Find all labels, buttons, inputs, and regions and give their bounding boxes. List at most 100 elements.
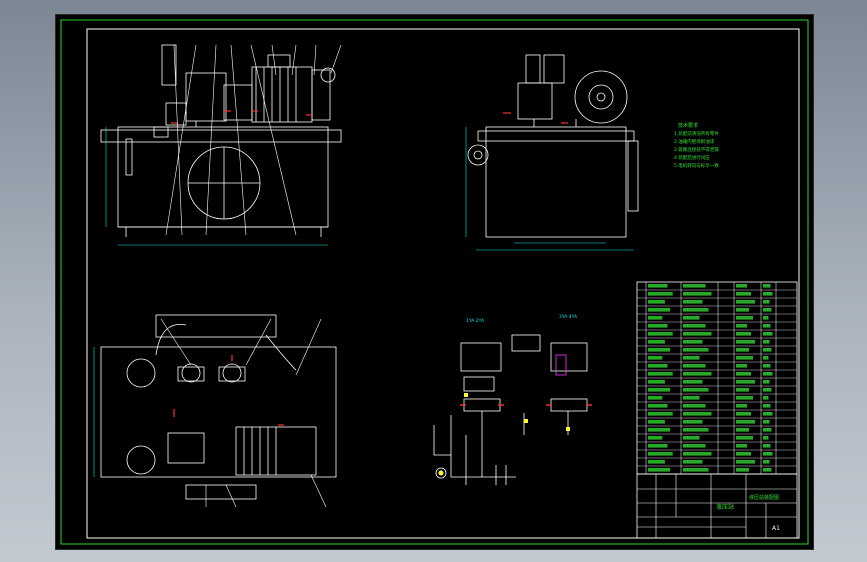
bom-cell-mark bbox=[683, 372, 712, 376]
bom-cell-mark bbox=[683, 340, 703, 344]
bom-cell-mark bbox=[763, 300, 770, 304]
bom-cell-mark bbox=[683, 468, 709, 472]
bom-cell-mark bbox=[763, 284, 771, 288]
bom-cell-mark bbox=[648, 364, 668, 368]
bom-cell-mark bbox=[763, 444, 771, 448]
motor-front bbox=[251, 66, 313, 123]
bom-cell-mark bbox=[683, 356, 700, 360]
bom-cell-mark bbox=[648, 460, 665, 464]
bom-cell-mark bbox=[736, 412, 751, 416]
side-view-accents bbox=[503, 112, 568, 124]
bom-cell-mark bbox=[648, 396, 663, 400]
bom-cell-mark bbox=[648, 452, 673, 456]
bom-cell-mark bbox=[763, 340, 770, 344]
bom-cell-mark bbox=[736, 380, 755, 384]
bom-cell-mark bbox=[736, 340, 755, 344]
bom-cell-mark bbox=[763, 420, 770, 424]
outer-border bbox=[60, 19, 809, 545]
bom-cell-mark bbox=[648, 292, 673, 296]
bom-cell-mark bbox=[763, 468, 772, 472]
bom-cell-mark bbox=[763, 292, 773, 296]
tech-note: 3.管路连接处不得泄漏 bbox=[674, 146, 719, 153]
bom-cell-mark bbox=[736, 300, 755, 304]
front-dimensions bbox=[105, 127, 328, 246]
bom-cell-mark bbox=[763, 324, 771, 328]
bom-cell-mark bbox=[763, 372, 773, 376]
bom-cell-mark bbox=[648, 316, 663, 320]
bom-cell-mark bbox=[683, 324, 706, 328]
bom-cell-mark bbox=[683, 412, 712, 416]
bom-cell-mark bbox=[683, 348, 709, 352]
bom-cell-mark bbox=[736, 356, 753, 360]
hydraulic-circuit: 1YA 2YA 3YA 4YA bbox=[433, 314, 588, 485]
cad-drawing-viewport[interactable]: 技术要求 1.装配前清洗所有零件 2.油箱内壁涂耐油漆 3.管路连接处不得泄漏 … bbox=[55, 14, 814, 550]
bom-cell-mark bbox=[683, 444, 706, 448]
bom-cell-mark bbox=[736, 348, 749, 352]
bom-cell-mark bbox=[736, 460, 755, 464]
pump-flange bbox=[574, 70, 628, 124]
bom-cell-mark bbox=[763, 460, 770, 464]
bom-cell-mark bbox=[736, 372, 751, 376]
bom-cell-mark bbox=[648, 404, 668, 408]
bom-cell-mark bbox=[648, 420, 665, 424]
bom-cell-mark bbox=[736, 396, 753, 400]
tech-note: 2.油箱内壁涂耐油漆 bbox=[674, 138, 715, 145]
bom-cell-mark bbox=[683, 292, 712, 296]
title-block-name: 液压站 bbox=[716, 503, 734, 511]
bom-cell-mark bbox=[683, 380, 703, 384]
tech-note: 5.电机转向与标示一致 bbox=[674, 162, 719, 169]
drawing-canvas: 技术要求 1.装配前清洗所有零件 2.油箱内壁涂耐油漆 3.管路连接处不得泄漏 … bbox=[60, 19, 809, 545]
bom-cell-mark bbox=[648, 436, 663, 440]
bom-cell-mark bbox=[648, 324, 668, 328]
bom-cell-mark bbox=[648, 380, 665, 384]
top-leaders bbox=[160, 318, 327, 508]
bom-cell-mark bbox=[648, 428, 671, 432]
bom-cell-mark bbox=[736, 364, 747, 368]
bom-cell-mark bbox=[736, 452, 751, 456]
bom-cell-mark bbox=[648, 284, 668, 288]
bom-cell-mark bbox=[683, 308, 709, 312]
top-view-accents bbox=[173, 355, 284, 426]
bom-cell-mark bbox=[648, 468, 671, 472]
side-view bbox=[467, 54, 639, 238]
bom-cell-mark bbox=[736, 316, 753, 320]
title-block-sheet: A1 bbox=[772, 525, 780, 532]
technical-notes: 技术要求 1.装配前清洗所有零件 2.油箱内壁涂耐油漆 3.管路连接处不得泄漏 … bbox=[674, 122, 719, 169]
front-view bbox=[100, 44, 342, 237]
bom-cell-mark bbox=[648, 340, 665, 344]
circuit-label-right: 3YA 4YA bbox=[559, 314, 578, 320]
bom-cell-mark bbox=[683, 460, 703, 464]
bom-cell-mark bbox=[648, 348, 671, 352]
bom-table bbox=[636, 281, 798, 475]
bom-cell-mark bbox=[763, 396, 769, 400]
bom-cell-mark bbox=[736, 284, 747, 288]
bom-cell-mark bbox=[683, 300, 703, 304]
bom-cell-mark bbox=[683, 388, 709, 392]
bom-cell-mark bbox=[736, 292, 751, 296]
bom-cell-mark bbox=[683, 332, 712, 336]
bom-cell-mark bbox=[683, 364, 706, 368]
bom-cell-mark bbox=[736, 468, 749, 472]
bom-cell-mark bbox=[736, 332, 751, 336]
bom-cell-mark bbox=[736, 444, 747, 448]
title-block bbox=[636, 473, 798, 539]
tech-note: 4.装配后进行试压 bbox=[674, 154, 710, 161]
bom-cell-mark bbox=[763, 364, 771, 368]
bom-cell-mark bbox=[648, 332, 673, 336]
bom-cell-mark bbox=[763, 348, 772, 352]
top-view bbox=[100, 314, 337, 500]
tech-notes-title: 技术要求 bbox=[678, 122, 698, 129]
tech-note: 1.装配前清洗所有零件 bbox=[674, 130, 719, 137]
bom-cell-mark bbox=[736, 428, 749, 432]
bom-cell-mark bbox=[683, 284, 706, 288]
bom-cell-mark bbox=[736, 308, 749, 312]
tank-side bbox=[485, 126, 627, 238]
bom-cell-mark bbox=[648, 356, 663, 360]
bom-cell-mark bbox=[648, 308, 671, 312]
bom-cell-mark bbox=[763, 380, 770, 384]
bom-cell-mark bbox=[763, 332, 773, 336]
front-view-accents bbox=[171, 110, 312, 124]
bom-cell-mark bbox=[763, 388, 772, 392]
bom-cell-mark bbox=[763, 308, 772, 312]
tank-top bbox=[100, 346, 337, 478]
